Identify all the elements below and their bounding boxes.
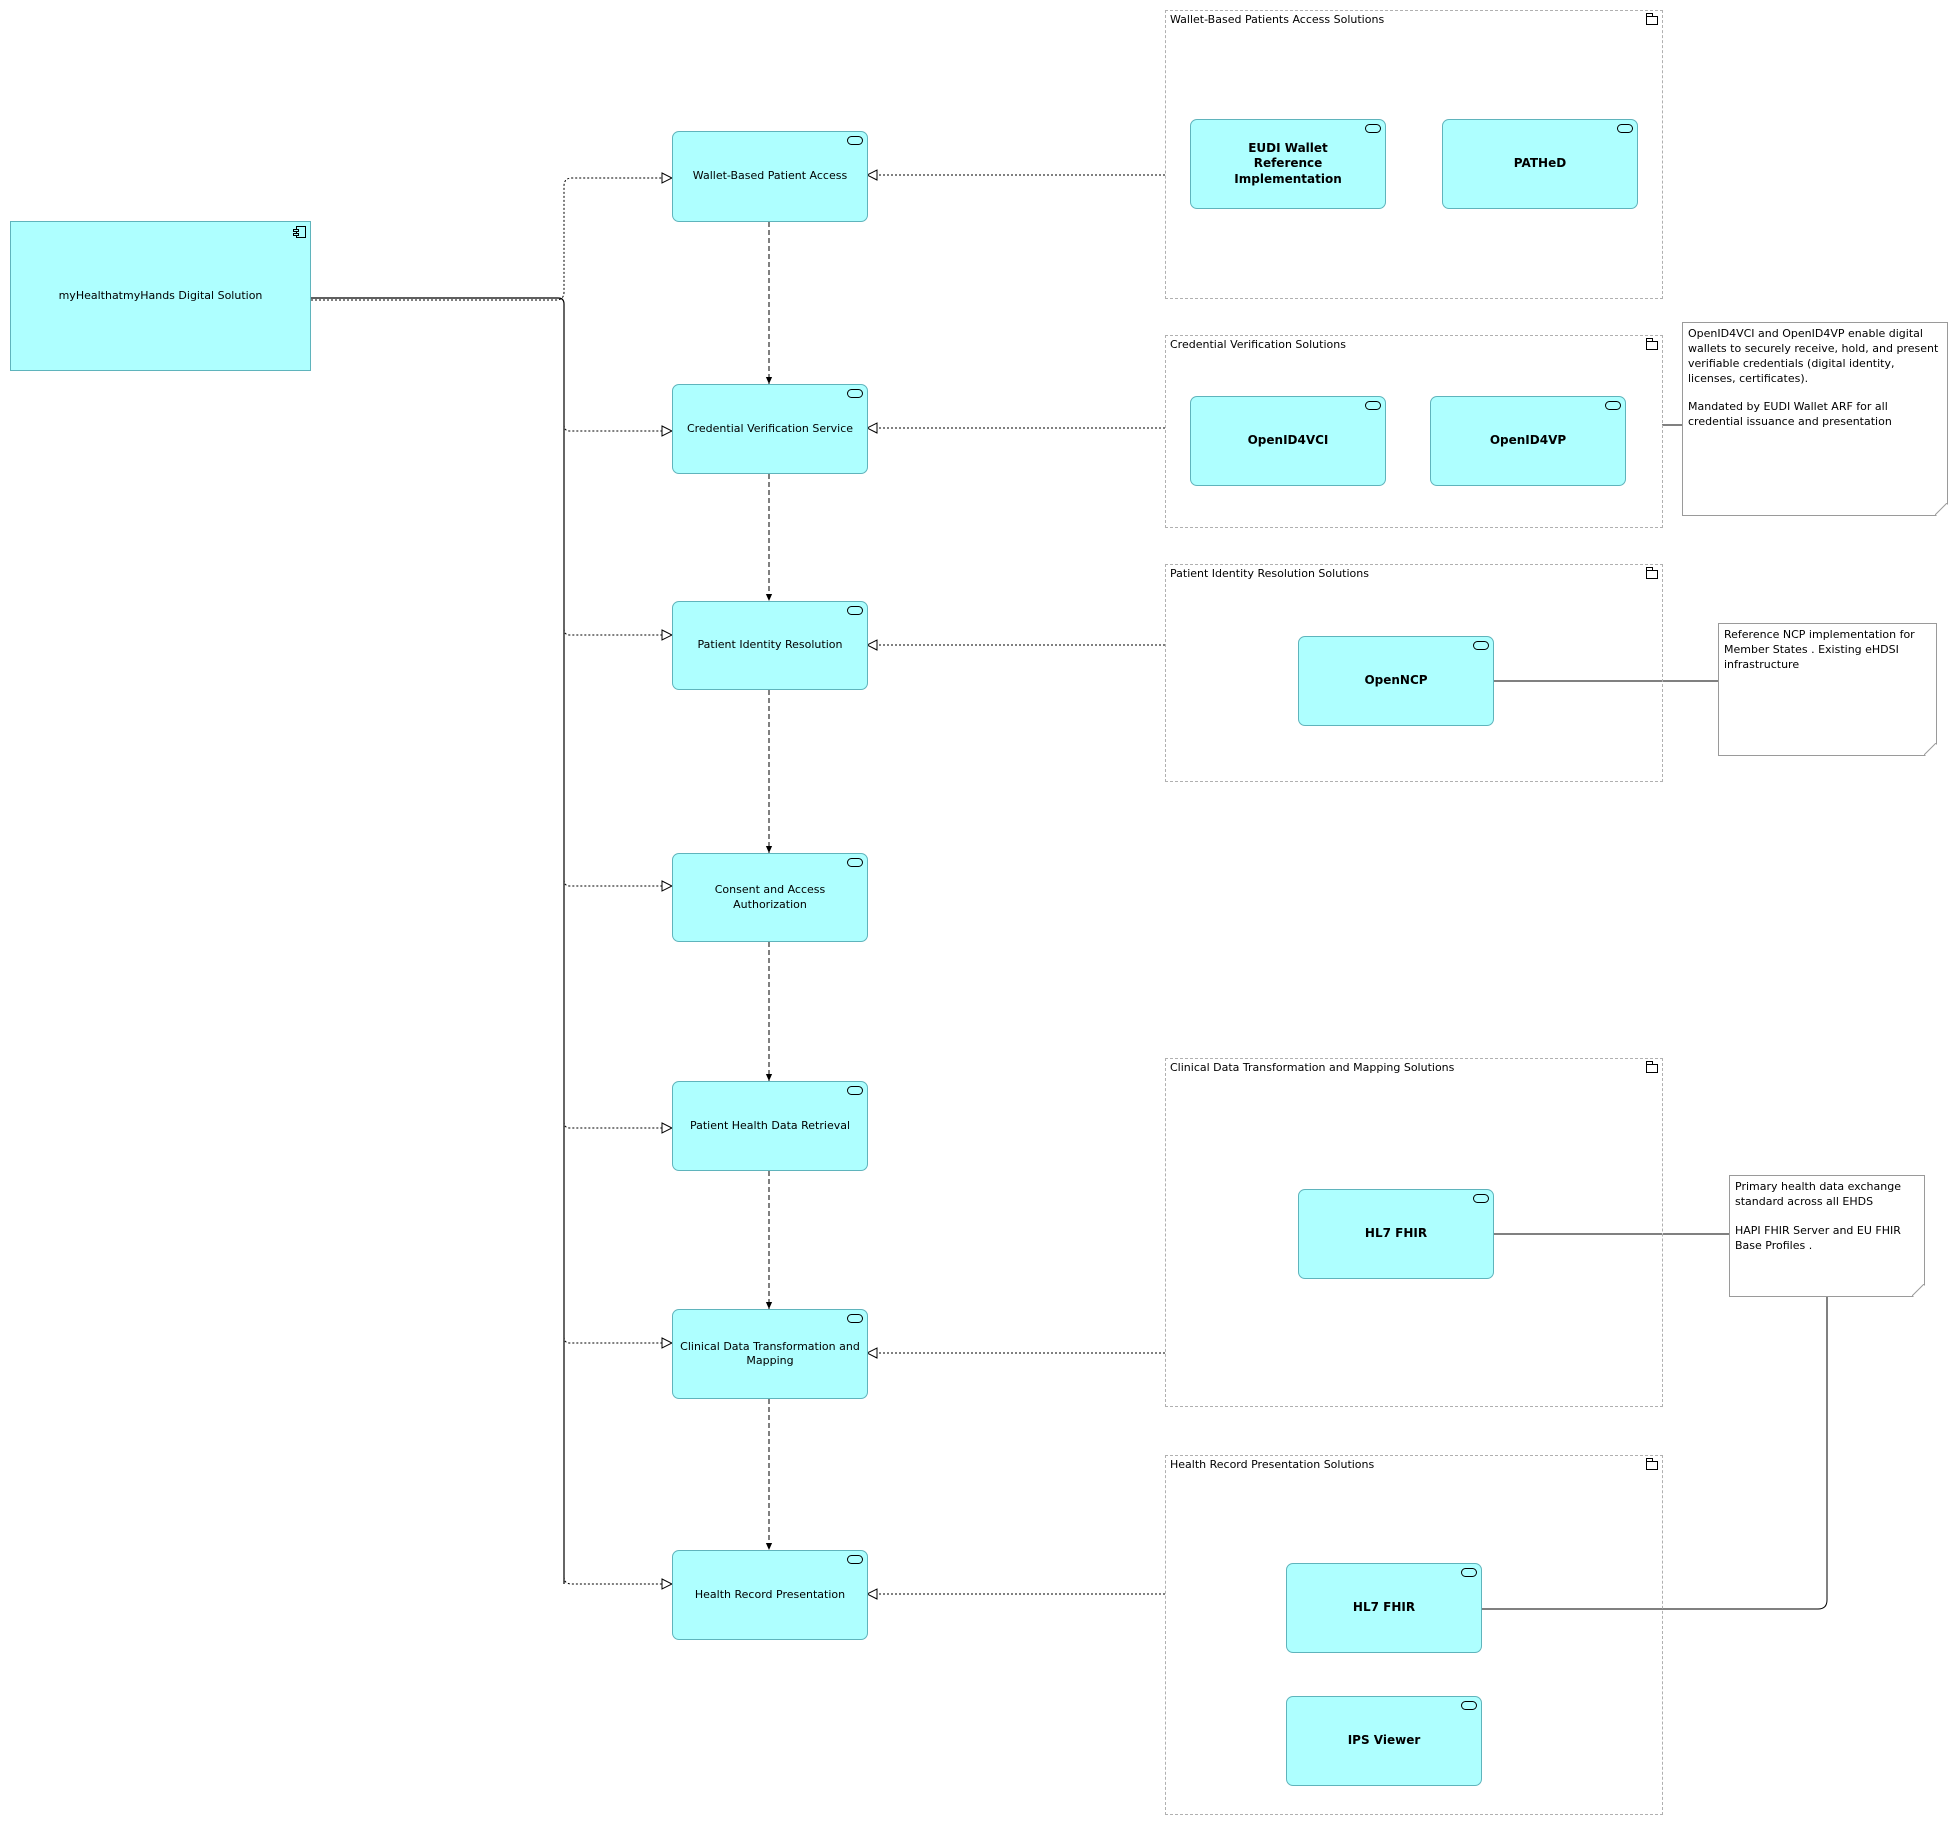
service-credential-verification[interactable]: Credential Verification Service [672,384,868,474]
component-icon [293,226,306,238]
service-label: Credential Verification Service [686,421,854,435]
note-hl7-fhir[interactable]: Primary health data exchange standard ac… [1729,1175,1925,1297]
solution-hl7-fhir[interactable]: HL7 FHIR [1298,1189,1494,1279]
solution-label: OpenID4VCI [1247,433,1329,448]
service-clinical-data-transformation[interactable]: Clinical Data Transformation and Mapping [672,1309,868,1399]
service-wallet-based-patient-access[interactable]: Wallet-Based Patient Access [672,131,868,222]
service-icon [847,1086,863,1095]
group-patient-identity-resolution-solutions[interactable]: Patient Identity Resolution Solutions [1165,564,1663,782]
group-health-record-presentation-solutions[interactable]: Health Record Presentation Solutions [1165,1455,1663,1815]
service-label: Patient Health Data Retrieval [689,1118,851,1132]
service-consent-and-access-authorization[interactable]: Consent and Access Authorization [672,853,868,942]
folder-icon [1646,338,1658,350]
service-icon [847,136,863,145]
note-fold-icon [1924,743,1936,755]
solution-label: OpenNCP [1364,673,1428,688]
group-title: Health Record Presentation Solutions [1170,1458,1375,1471]
solution-openid4vci[interactable]: OpenID4VCI [1190,396,1386,486]
service-icon [1605,401,1621,410]
realization-line [563,1121,672,1128]
note-text: OpenID4VCI and OpenID4VP enable digital … [1688,327,1939,385]
solution-hl7-fhir-presentation[interactable]: HL7 FHIR [1286,1563,1482,1653]
service-label: Wallet-Based Patient Access [692,169,848,183]
group-title: Credential Verification Solutions [1170,338,1346,351]
service-health-record-presentation[interactable]: Health Record Presentation [672,1550,868,1640]
service-icon [847,1314,863,1323]
solution-openid4vp[interactable]: OpenID4VP [1430,396,1626,486]
group-credential-verification-solutions[interactable]: Credential Verification Solutions [1165,335,1663,528]
note-text: Primary health data exchange standard ac… [1735,1180,1901,1208]
group-title: Clinical Data Transformation and Mapping… [1170,1061,1455,1074]
service-icon [1473,1194,1489,1203]
realization-line [563,1336,672,1343]
solution-label: HL7 FHIR [1352,1600,1416,1615]
solution-pathed[interactable]: PATHeD [1442,119,1638,209]
solution-openncp[interactable]: OpenNCP [1298,636,1494,726]
note-openid4vc[interactable]: OpenID4VCI and OpenID4VP enable digital … [1682,322,1948,516]
realization-line [311,297,565,1584]
service-patient-identity-resolution[interactable]: Patient Identity Resolution [672,601,868,690]
service-label: Consent and Access Authorization [714,883,826,911]
service-icon [1365,124,1381,133]
realization-line [563,879,672,886]
note-text: Reference NCP implementation for Member … [1724,628,1915,671]
main-component[interactable]: myHealthatmyHands Digital Solution [10,221,311,371]
note-text: HAPI FHIR Server and EU FHIR Base Profil… [1735,1223,1901,1252]
folder-icon [1646,13,1658,25]
solution-eudi-wallet-reference-implementation[interactable]: EUDI Wallet Reference Implementation [1190,119,1386,209]
service-label: Patient Identity Resolution [697,638,843,652]
service-patient-health-data-retrieval[interactable]: Patient Health Data Retrieval [672,1081,868,1171]
realization-line [563,424,672,431]
solution-label: HL7 FHIR [1364,1226,1428,1241]
service-icon [847,389,863,398]
service-icon [1473,641,1489,650]
service-icon [847,606,863,615]
note-fold-icon [1935,503,1947,515]
realization-line [563,628,672,635]
folder-icon [1646,1061,1658,1073]
solution-label: OpenID4VP [1489,433,1567,448]
service-icon [847,1555,863,1564]
service-icon [1461,1568,1477,1577]
solution-label: PATHeD [1513,156,1567,171]
folder-icon [1646,1458,1658,1470]
service-label: Clinical Data Transformation and Mapping [680,1339,860,1367]
group-clinical-data-transformation-and-mapping-solutions[interactable]: Clinical Data Transformation and Mapping… [1165,1058,1663,1407]
note-text: Mandated by EUDI Wallet ARF for all cred… [1688,400,1892,429]
service-label: Health Record Presentation [694,1587,846,1601]
group-wallet-based-patients-access-solutions[interactable]: Wallet-Based Patients Access Solutions [1165,10,1663,299]
solution-label: EUDI Wallet Reference Implementation [1234,140,1342,186]
service-icon [1617,124,1633,133]
main-component-label: myHealthatmyHands Digital Solution [58,288,263,302]
realization-line [563,1576,672,1584]
solution-label: IPS Viewer [1347,1733,1421,1748]
realization-line [311,178,672,301]
note-fold-icon [1912,1284,1924,1296]
service-icon [847,858,863,867]
folder-icon [1646,567,1658,579]
service-icon [1365,401,1381,410]
note-line [1480,1297,1828,1610]
group-title: Patient Identity Resolution Solutions [1170,567,1369,580]
group-title: Wallet-Based Patients Access Solutions [1170,13,1385,26]
solution-ips-viewer[interactable]: IPS Viewer [1286,1696,1482,1786]
service-icon [1461,1701,1477,1710]
note-openncp[interactable]: Reference NCP implementation for Member … [1718,623,1937,756]
